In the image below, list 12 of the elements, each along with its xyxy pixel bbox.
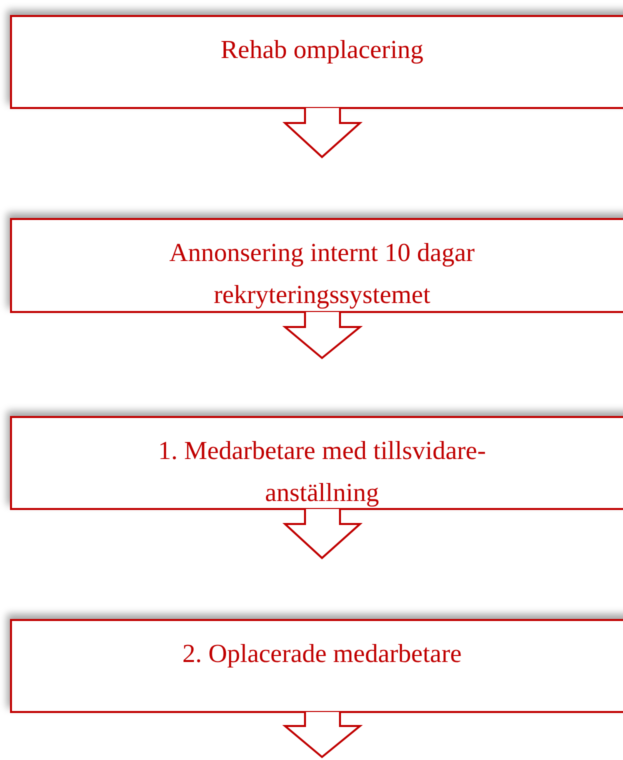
step-text: 2. Oplacerade medarbetare bbox=[182, 638, 462, 670]
block-arrow bbox=[282, 107, 363, 158]
process-box bbox=[10, 15, 623, 109]
step-text: 1. Medarbetare med tillsvidare- anställning bbox=[157, 435, 487, 509]
step-text: Annonsering internt 10 dagar rekryteringssystemet bbox=[168, 237, 476, 311]
process-box bbox=[10, 619, 623, 713]
process-box bbox=[10, 218, 623, 313]
step-text: Rehab omplacering bbox=[220, 34, 424, 66]
process-box bbox=[10, 416, 623, 510]
block-arrow bbox=[282, 311, 363, 360]
block-arrow bbox=[282, 711, 363, 758]
block-arrow bbox=[282, 508, 363, 560]
